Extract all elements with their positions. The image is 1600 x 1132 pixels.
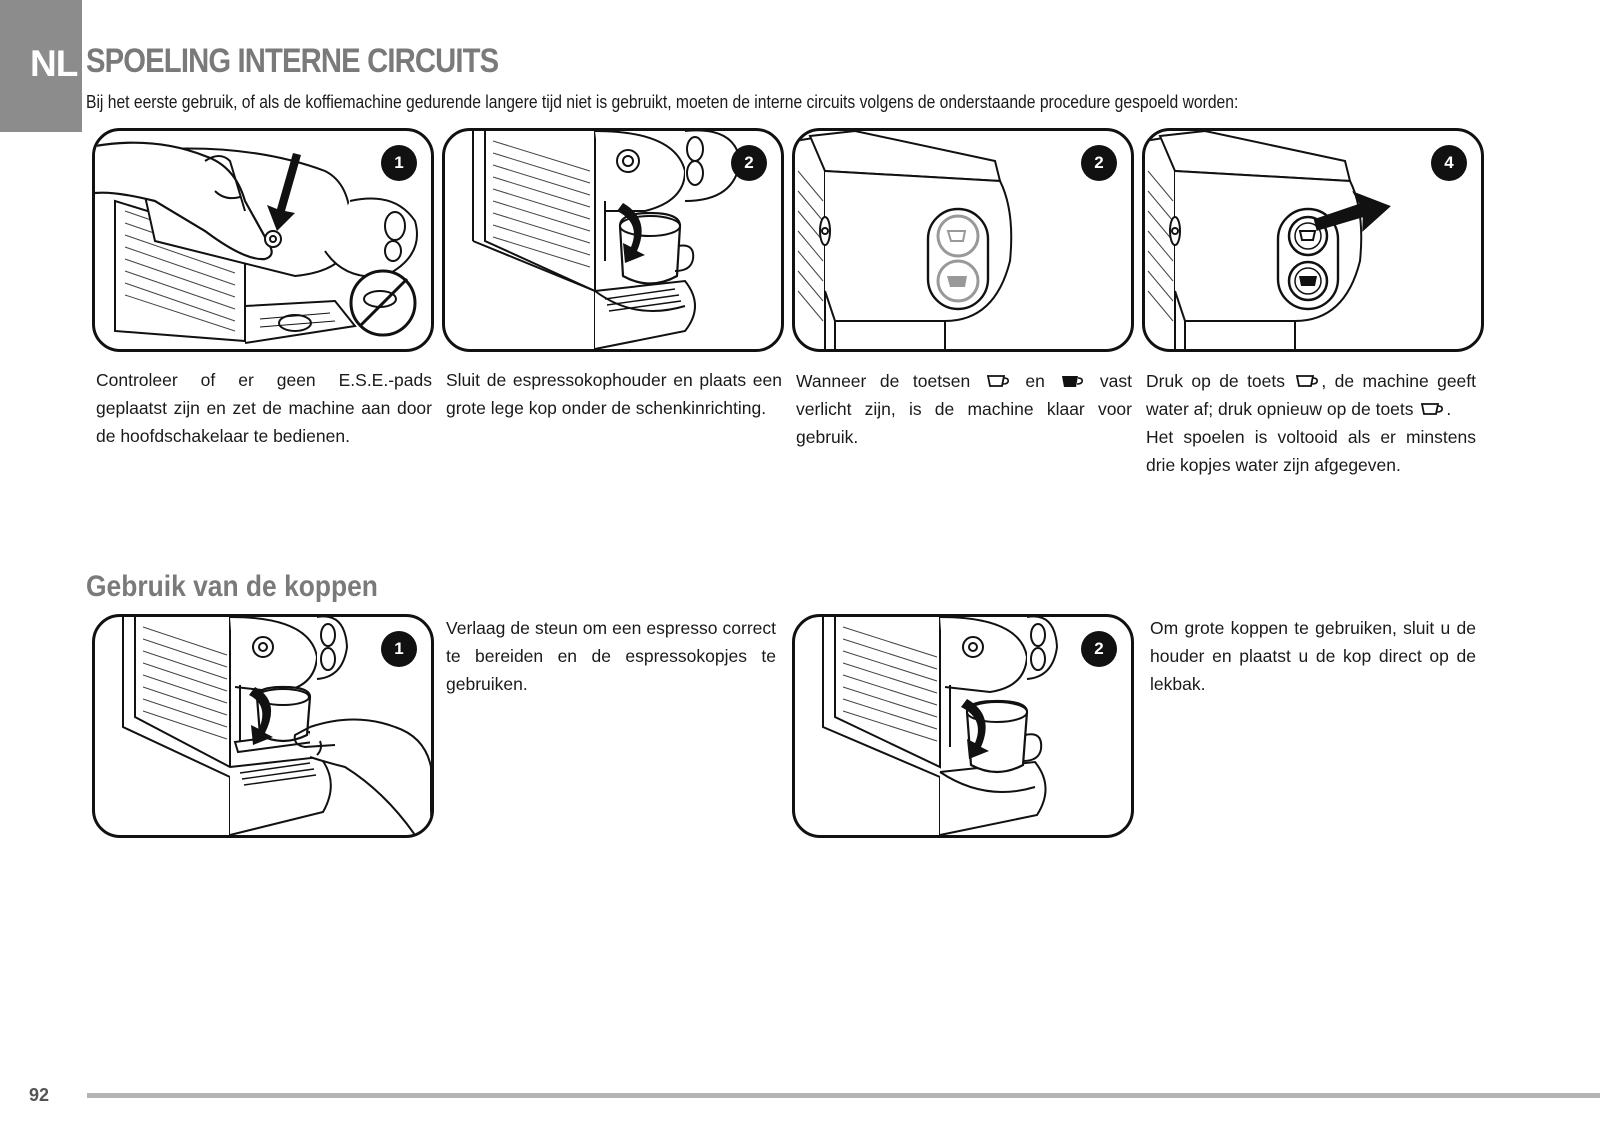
step-badge: 2 bbox=[1081, 631, 1117, 667]
espresso-cup-icon bbox=[1295, 374, 1319, 389]
curved-arrow-icon bbox=[617, 203, 645, 263]
step-badge: 4 bbox=[1431, 145, 1467, 181]
page-number: 92 bbox=[29, 1085, 50, 1105]
section-title: SPOELING INTERNE CIRCUITS bbox=[86, 42, 499, 80]
lower-support-illustration bbox=[122, 617, 431, 835]
cups-step-1-illustration: 1 bbox=[92, 614, 434, 838]
rinse-step-3-caption: Wanneer de toetsen en vast verlicht zijn… bbox=[796, 367, 1132, 451]
cups-step-2-illustration: 2 bbox=[792, 614, 1134, 838]
arrow-icon bbox=[1313, 191, 1391, 232]
caption-text: , de machine geeft water af; druk opnieu… bbox=[1146, 371, 1477, 419]
step-badge: 1 bbox=[381, 631, 417, 667]
rinse-step-4-caption: Druk op de toets , de machine geeft wate… bbox=[1146, 367, 1476, 479]
caption-text: Druk op de toets bbox=[1146, 371, 1286, 391]
large-cup-icon bbox=[1060, 374, 1084, 389]
espresso-cup-icon bbox=[1420, 402, 1444, 417]
espresso-cup-icon bbox=[946, 230, 967, 242]
curved-arrow-icon bbox=[961, 699, 989, 759]
rinse-step-2-caption: Sluit de espressokophouder en plaats een… bbox=[446, 370, 782, 418]
press-button-illustration bbox=[1145, 131, 1391, 349]
large-cup-on-drip-tray-illustration bbox=[822, 617, 1059, 835]
large-cup-icon bbox=[1299, 276, 1317, 286]
caption-text: en bbox=[1025, 371, 1045, 391]
caption-text: Het spoelen is voltooid als er minstens … bbox=[1146, 427, 1476, 475]
footer-rule bbox=[87, 1093, 1600, 1098]
rinse-step-3-illustration: 2 bbox=[792, 128, 1134, 352]
cups-section-title: Gebruik van de koppen bbox=[86, 570, 378, 603]
curved-arrow-icon bbox=[249, 687, 273, 745]
rinse-step-1-illustration: 1 bbox=[92, 128, 434, 352]
rinse-step-4-illustration: 4 bbox=[1142, 128, 1484, 352]
buttons-lit-illustration bbox=[795, 131, 1013, 349]
intro-text: Bij het eerste gebruik, of als de koffie… bbox=[86, 92, 1239, 112]
step-badge: 1 bbox=[381, 145, 417, 181]
large-cup-icon bbox=[947, 276, 967, 287]
rinse-step-1-caption: Controleer of er geen E.S.E.-pads geplaa… bbox=[96, 370, 432, 446]
language-code: NL bbox=[30, 43, 78, 84]
caption-text: . bbox=[1446, 399, 1452, 419]
cups-step-1-caption: Verlaag de steun om een espresso correct… bbox=[446, 618, 776, 694]
step-badge: 2 bbox=[1081, 145, 1117, 181]
espresso-cup-icon bbox=[986, 374, 1010, 389]
cup-under-dispenser-illustration bbox=[472, 131, 742, 349]
step-badge: 2 bbox=[731, 145, 767, 181]
cups-step-2-caption: Om grote koppen te gebruiken, sluit u de… bbox=[1150, 618, 1476, 694]
language-tab: NL bbox=[0, 0, 82, 132]
rinse-step-2-illustration: 2 bbox=[442, 128, 784, 352]
arrow-icon bbox=[267, 153, 301, 231]
espresso-cup-icon bbox=[1298, 230, 1317, 241]
caption-text: Wanneer de toetsen bbox=[796, 371, 971, 391]
caption-text: vast verlicht zijn, is de machine klaar … bbox=[796, 371, 1132, 447]
machine-power-illustration bbox=[95, 141, 418, 344]
